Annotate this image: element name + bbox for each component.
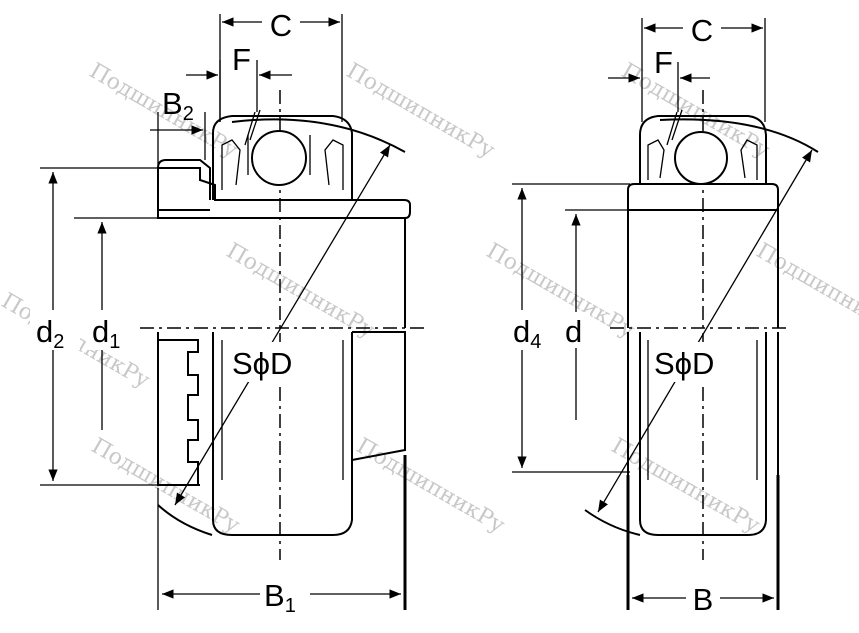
right-seal-hatch [666,109,683,146]
left-label-b2: B2 [162,86,194,125]
left-seal-hatch [244,109,261,146]
left-label-d2: d2 [36,314,64,353]
watermark-9: ПодшипникРу [352,434,509,539]
left-sphere-arc-bot [157,504,213,536]
left-outer-lower [212,332,353,536]
left-label-b1: B1 [264,578,296,617]
right-b-bg [686,580,720,616]
left-seal-right [324,139,344,190]
right-label-b: B [693,582,714,617]
left-label-d1: d1 [92,314,120,353]
left-label-f: F [232,42,251,77]
left-d2-bg [30,310,80,350]
left-c-bg [262,4,300,38]
right-label-d4: d4 [513,314,541,353]
right-d4-bg [510,310,554,350]
left-sleeve-lower [158,339,199,485]
right-label-sd: SϕD [654,346,714,381]
right-label-c: C [691,13,713,48]
left-bearing: C F B2 d2 d1 SϕD B1 [30,4,425,617]
right-bearing: C F d4 d SϕD B [510,10,819,617]
right-c-bg [683,10,721,44]
left-label-sd: SϕD [232,346,292,381]
left-outer-ring-upper [212,115,353,200]
left-b1-bg [260,575,310,615]
right-sd-dim [597,149,813,513]
left-ball [251,130,307,186]
left-sphere-arc-top [231,118,406,153]
right-label-d: d [565,314,582,349]
right-sphere-arc-top [659,118,819,153]
left-sd-dim [174,144,391,506]
watermark-10: ПодшипникРу [607,434,764,539]
left-label-c: C [270,8,292,43]
right-d-bg [562,312,590,348]
watermarks: ПодшипникРу ПодшипникРу ПодшипникРу Подш… [0,59,859,539]
right-ball [674,131,728,185]
right-sphere-arc-bot [584,509,641,536]
left-sd-bg [230,342,312,382]
right-seal-left [647,139,665,180]
watermark-8: ПодшипникРу [87,434,244,539]
left-d1-bg [86,310,130,350]
right-label-f: F [654,45,673,80]
watermark-2: ПодшипникРу [342,59,499,164]
watermark-4: ПодшипникРу [222,239,379,344]
right-outer-lower [639,332,767,536]
right-sd-bg [652,342,734,382]
watermark-6: ПодшипникРу [752,239,859,344]
